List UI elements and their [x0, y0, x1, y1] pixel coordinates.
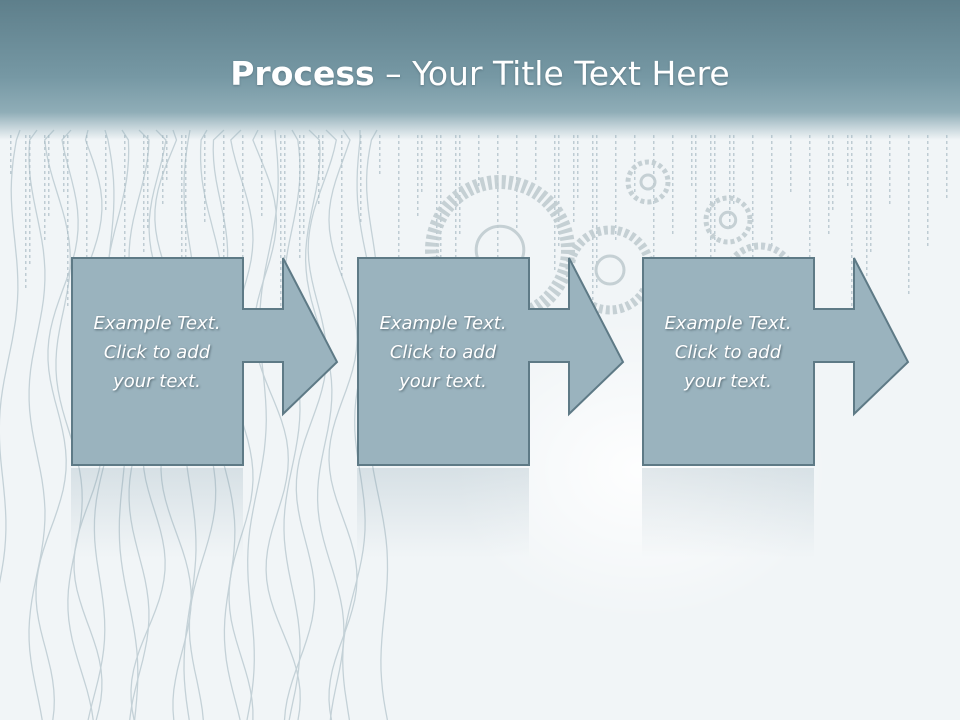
- process-step-3[interactable]: Example Text. Click to add your text.: [642, 257, 912, 467]
- step-2-text[interactable]: Example Text. Click to add your text.: [357, 309, 529, 396]
- step-1-line-2: Click to add: [103, 342, 211, 363]
- process-step-2[interactable]: Example Text. Click to add your text.: [357, 257, 627, 467]
- step-2-line-2: Click to add: [389, 342, 497, 363]
- step-2-line-3: your text.: [399, 371, 487, 392]
- title-band: [0, 0, 960, 140]
- step-1-reflection: [71, 468, 243, 558]
- process-step-1[interactable]: Example Text. Click to add your text.: [71, 257, 341, 467]
- slide-title[interactable]: Process – Your Title Text Here: [0, 52, 960, 96]
- step-3-reflection: [642, 468, 814, 558]
- step-3-shape: [642, 257, 910, 466]
- step-3-line-1: Example Text.: [664, 313, 792, 334]
- step-2-shape: [357, 257, 625, 466]
- step-1-shape: [71, 257, 339, 466]
- step-3-text[interactable]: Example Text. Click to add your text.: [642, 309, 814, 396]
- step-1-text[interactable]: Example Text. Click to add your text.: [71, 309, 243, 396]
- step-2-reflection: [357, 468, 529, 558]
- step-3-line-3: your text.: [684, 371, 772, 392]
- step-1-line-1: Example Text.: [93, 313, 221, 334]
- title-bold: Process: [230, 54, 375, 93]
- step-1-line-3: your text.: [113, 371, 201, 392]
- step-3-line-2: Click to add: [674, 342, 782, 363]
- title-rest: – Your Title Text Here: [374, 54, 730, 93]
- step-2-line-1: Example Text.: [379, 313, 507, 334]
